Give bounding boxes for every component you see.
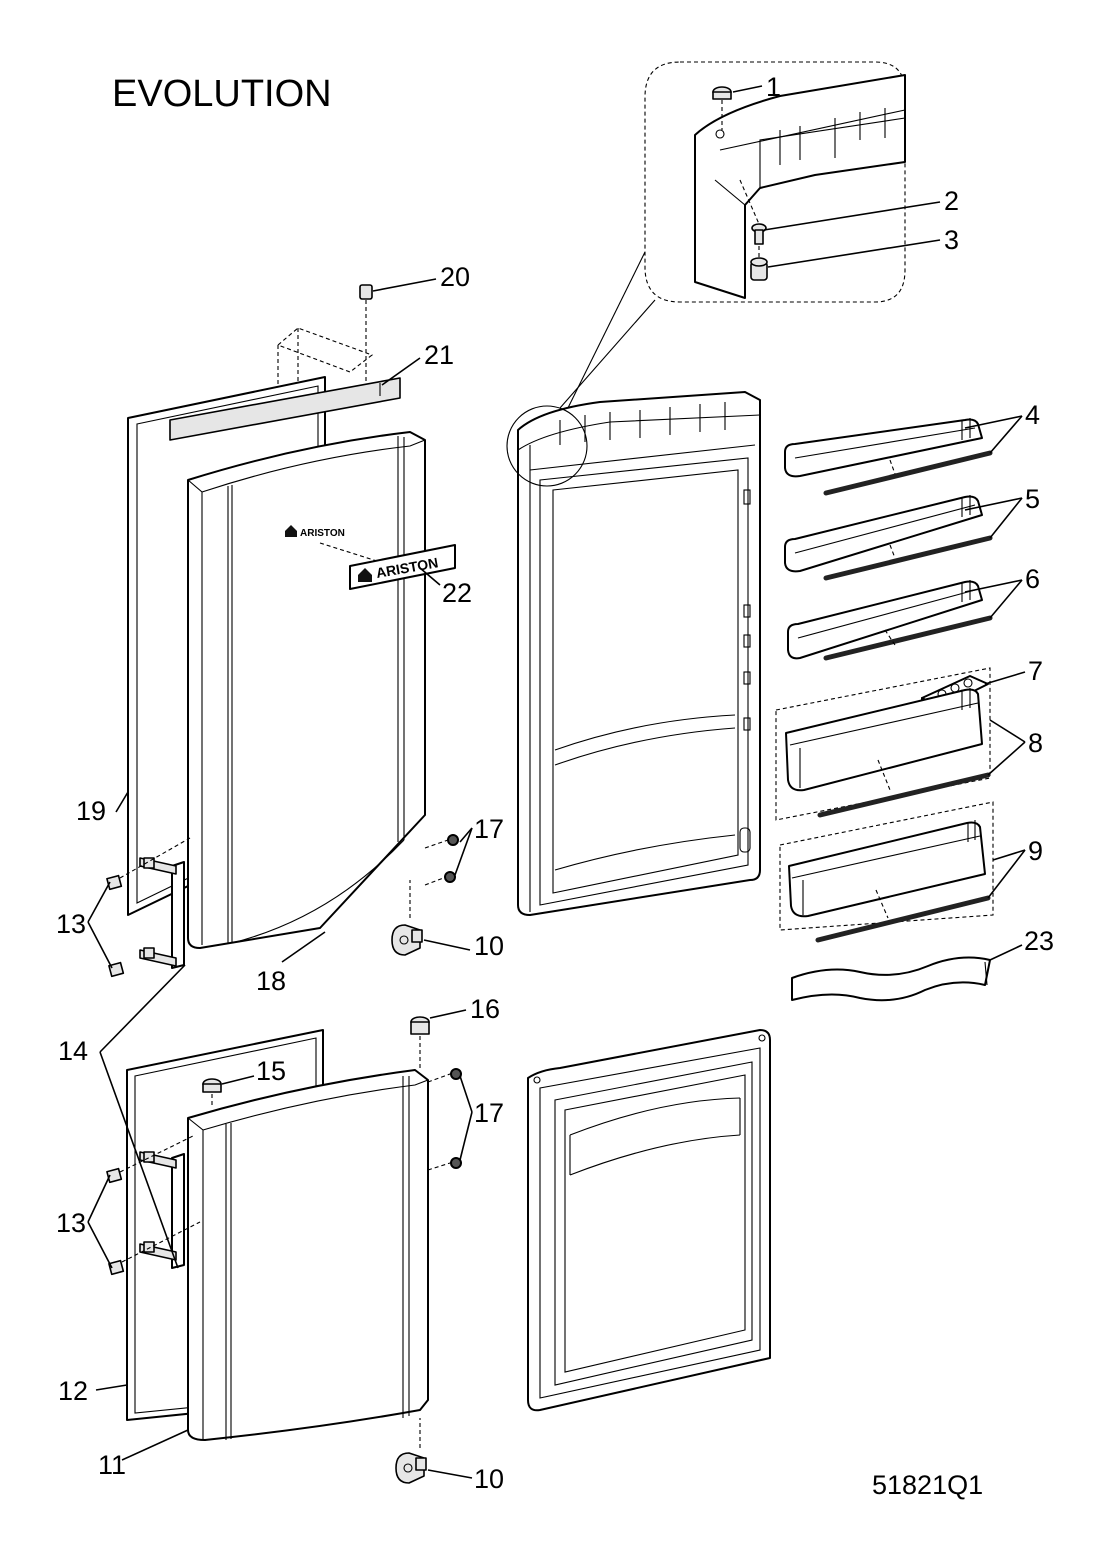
shelf-strip-part-6: [823, 615, 993, 661]
callout-1: 1: [766, 72, 781, 102]
callout-17-lower: 17: [474, 1098, 504, 1128]
upper-handle-part-14: [139, 857, 185, 969]
callout-13-upper: 13: [56, 909, 86, 939]
callout-3: 3: [944, 225, 959, 255]
lower-hinge-part-10: [395, 1452, 427, 1484]
callout-4: 4: [1025, 400, 1040, 430]
bottle-shelf-part-8: [785, 688, 983, 792]
lower-door-screws-part-17: [450, 1068, 462, 1169]
door-logo: ARISTON: [285, 525, 345, 539]
callout-9: 9: [1028, 836, 1043, 866]
drawing-code: 51821Q1: [872, 1470, 983, 1500]
door-shelf-part-6: [787, 580, 983, 660]
callout-21: 21: [424, 340, 454, 370]
lower-handle-cap-bottom: [108, 1259, 125, 1276]
callout-8: 8: [1028, 728, 1043, 758]
lower-door-part-11: [187, 1069, 429, 1441]
detail-circle: [506, 405, 588, 487]
door-shelf-part-4: [784, 418, 983, 478]
upper-handle-cap-bottom: [108, 961, 125, 978]
callout-22: 22: [442, 578, 472, 608]
shelf-8-box: [775, 667, 991, 821]
callout-13-lower: 13: [56, 1208, 86, 1238]
callout-6: 6: [1025, 564, 1040, 594]
door-cap-part-20: [359, 284, 373, 300]
callout-labels: 1 2 3 4 5 6 7 8 9 10 10 11 12 13 13 14 1…: [56, 72, 1054, 1494]
door-logo-text: ARISTON: [300, 528, 345, 539]
shelf-strip-part-5: [823, 535, 993, 581]
door-shelf-part-5: [784, 495, 983, 573]
callout-10-upper: 10: [474, 931, 504, 961]
callout-14: 14: [58, 1036, 88, 1066]
upper-hinge-part-10: [391, 924, 423, 956]
hinge-bush-part-3: [750, 257, 768, 281]
bottle-shelf-part-9: [788, 820, 986, 918]
top-cap-part-1: [712, 86, 732, 100]
callout-20: 20: [440, 262, 470, 292]
door-trim-part-21: [169, 377, 401, 441]
callout-10-lower: 10: [474, 1464, 504, 1494]
fridge-door-liner: [517, 391, 761, 916]
upper-door-part-18: [187, 431, 426, 949]
callout-2: 2: [944, 186, 959, 216]
flexible-strip-part-23: [791, 956, 991, 1002]
callout-23: 23: [1024, 926, 1054, 956]
callout-18: 18: [256, 966, 286, 996]
callout-19: 19: [76, 796, 106, 826]
freezer-door-liner: [527, 1029, 771, 1412]
lower-door-cap-part-15: [202, 1078, 222, 1093]
leader-lines: [87, 85, 1026, 1479]
shelf-strip-part-4: [823, 450, 993, 496]
callout-12: 12: [58, 1376, 88, 1406]
hinge-cap-part-16: [410, 1016, 430, 1035]
shelf-9-box: [779, 801, 994, 931]
upper-door-screws-part-17: [444, 834, 459, 883]
shelf-strip-part-8: [817, 772, 991, 818]
callout-5: 5: [1025, 484, 1040, 514]
lower-handle-part-14: [139, 1151, 185, 1269]
shelf-strip-part-9: [815, 895, 991, 943]
detail-inset: [559, 61, 906, 421]
hinge-pin-part-2: [751, 223, 767, 245]
callout-16: 16: [470, 994, 500, 1024]
callout-11: 11: [98, 1450, 126, 1480]
callout-17-upper: 17: [474, 814, 504, 844]
callout-15: 15: [256, 1056, 286, 1086]
callout-7: 7: [1028, 656, 1043, 686]
diagram-title: EVOLUTION: [112, 73, 332, 115]
